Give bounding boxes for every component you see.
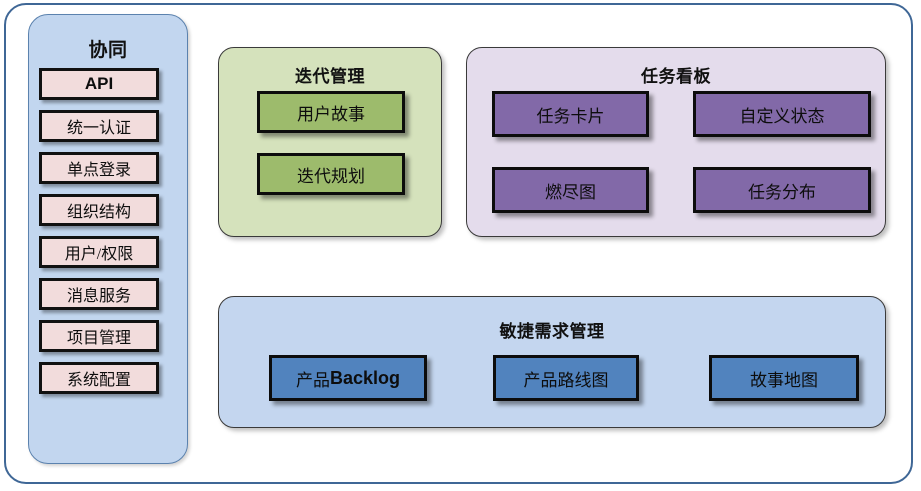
collab-item-unified-auth[interactable]: 统一认证 [39,110,159,142]
agile-item-product-roadmap[interactable]: 产品路线图 [493,355,639,401]
agile-item-story-map[interactable]: 故事地图 [709,355,859,401]
collab-item-org-structure[interactable]: 组织结构 [39,194,159,226]
agile-item-product-backlog-prefix: 产品 [295,370,330,390]
collaboration-panel[interactable]: 协同 API 统一认证 单点登录 组织结构 用户/权限 消息服务 项目管理 系统… [28,14,188,464]
collaboration-panel-title: 协同 [88,40,128,61]
agile-requirement-title: 敏捷需求管理 [499,322,605,341]
iteration-item-user-story[interactable]: 用户故事 [257,91,405,133]
taskboard-item-task-distribution[interactable]: 任务分布 [693,167,871,213]
taskboard-item-burndown-chart[interactable]: 燃尽图 [492,167,649,213]
collab-item-user-permission[interactable]: 用户/权限 [39,236,159,268]
collaboration-item-list: API 统一认证 单点登录 组织结构 用户/权限 消息服务 项目管理 系统配置 [39,68,179,404]
iteration-management-title: 迭代管理 [295,67,365,86]
collab-item-message-service[interactable]: 消息服务 [39,278,159,310]
collab-item-project-management[interactable]: 项目管理 [39,320,159,352]
collab-item-api[interactable]: API [39,68,159,100]
collab-item-sso[interactable]: 单点登录 [39,152,159,184]
iteration-item-iteration-planning[interactable]: 迭代规划 [257,153,405,195]
iteration-management-group[interactable]: 迭代管理 用户故事 迭代规划 [218,47,442,237]
taskboard-item-task-card[interactable]: 任务卡片 [492,91,649,137]
taskboard-item-custom-status[interactable]: 自定义状态 [693,91,871,137]
agile-item-product-backlog-suffix: Backlog [329,367,401,388]
task-board-title: 任务看板 [641,67,711,86]
collab-item-system-config[interactable]: 系统配置 [39,362,159,394]
task-board-group[interactable]: 任务看板 任务卡片 自定义状态 燃尽图 任务分布 [466,47,886,237]
